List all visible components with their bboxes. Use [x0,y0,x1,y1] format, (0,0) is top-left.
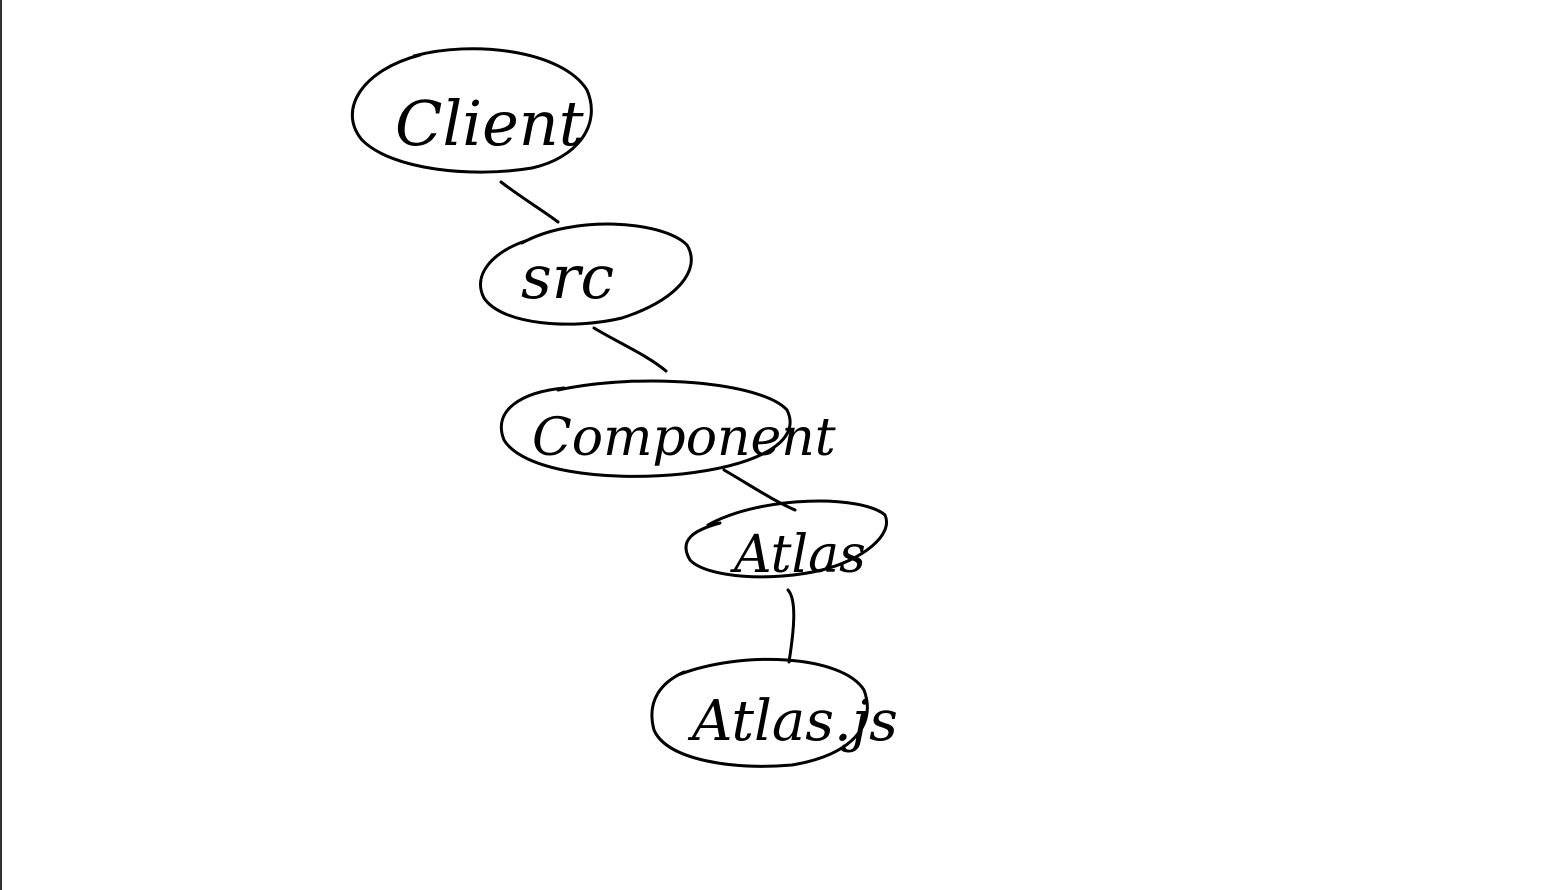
node-client-label: Client [395,87,584,160]
node-component-ellipse [499,379,792,478]
node-component-label: Component [532,408,836,468]
edge-component-atlas [722,468,797,512]
edge-atlas-atlasjs [786,588,796,664]
node-atlas[interactable]: Atlas [684,499,888,585]
node-atlas-label: Atlas [730,525,866,585]
node-src-ellipse [479,222,693,326]
node-atlas-js-label: Atlas.js [687,689,898,754]
node-atlas-js[interactable]: Atlas.js [650,657,898,768]
node-atlas-ellipse [684,499,888,579]
edge-src-component [592,326,668,373]
node-component[interactable]: Component [499,379,836,478]
node-src-label: src [521,243,614,313]
node-atlas-js-ellipse [650,657,869,768]
node-client[interactable]: Client [350,47,593,174]
node-src[interactable]: src [479,222,693,326]
node-client-ellipse [350,47,593,174]
edge-client-src [499,180,560,224]
